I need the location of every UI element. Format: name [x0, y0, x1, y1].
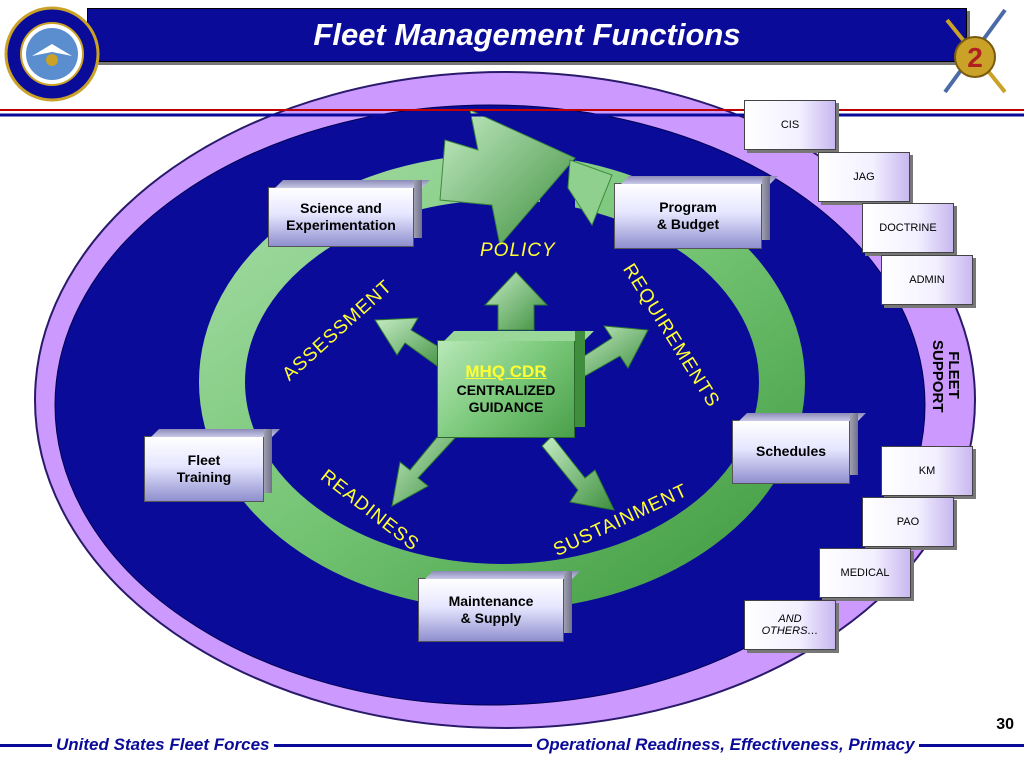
science-label: Science and Experimentation: [286, 199, 396, 234]
maintenance-label: Maintenance & Supply: [448, 592, 534, 627]
svg-text:2: 2: [967, 42, 983, 73]
support-item-medical: MEDICAL: [819, 548, 911, 598]
schedules-box: Schedules: [732, 413, 858, 484]
support-item-others: AND OTHERS…: [744, 600, 836, 650]
science-box: Science and Experimentation: [268, 180, 422, 247]
arrow-sustainment: [541, 435, 615, 511]
page-title: Fleet Management Functions: [313, 17, 741, 52]
footer-left: United States Fleet Forces: [52, 735, 274, 755]
cycle-arrowhead-1: [439, 109, 576, 247]
support-item-pao: PAO: [862, 497, 954, 547]
page-number: 30: [996, 716, 1014, 733]
cycle-arrowhead-2: [567, 159, 613, 227]
maintenance-box: Maintenance & Supply: [418, 571, 572, 642]
support-item-admin: ADMIN: [881, 255, 973, 305]
center-guidance-box: MHQ CDR CENTRALIZED GUIDANCE: [437, 331, 585, 438]
training-label: Fleet Training: [176, 451, 232, 486]
center-line-3: GUIDANCE: [468, 399, 544, 415]
center-line-2: CENTRALIZED: [456, 381, 556, 398]
footer-right: Operational Readiness, Effectiveness, Pr…: [532, 735, 919, 755]
arrow-requirements: [577, 325, 649, 377]
title-bar: Fleet Management Functions: [87, 8, 967, 62]
policy-label: POLICY: [480, 240, 556, 261]
training-box: Fleet Training: [144, 429, 272, 502]
support-item-cis: CIS: [744, 100, 836, 150]
n2-emblem: 2: [943, 8, 1007, 94]
program-budget-label: Program & Budget: [656, 198, 720, 233]
center-title: MHQ CDR: [465, 361, 547, 381]
support-item-jag: JAG: [818, 152, 910, 202]
support-item-doctrine: DOCTRINE: [862, 203, 954, 253]
footer-rule: [0, 744, 1024, 747]
fleet-support-label: FLEET SUPPORT: [929, 340, 963, 413]
fleet-forces-seal: [4, 6, 100, 102]
program-budget-box: Program & Budget: [614, 176, 770, 249]
arrow-policy: [483, 271, 549, 331]
schedules-label: Schedules: [755, 443, 827, 460]
support-item-km: KM: [881, 446, 973, 496]
